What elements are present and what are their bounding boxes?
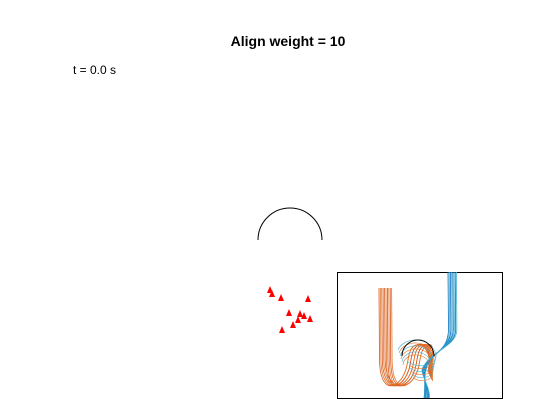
agent-marker [290,321,296,328]
trajectory-trail [398,342,436,369]
inset-obstacle-arc [401,339,435,357]
trajectory-trail [385,287,432,387]
agent-marker [278,294,284,301]
agent-marker [305,295,311,302]
agent-marker [307,315,313,322]
trajectory-trail [401,351,434,378]
trajectory-trail [397,339,437,366]
trajectory-trail [387,287,432,387]
trajectory-trail [389,287,433,387]
time-readout: t = 0.0 s [73,63,116,77]
agent-marker [279,326,285,333]
agent-marker [297,310,303,317]
obstacle-arc [257,207,323,241]
trajectory-trails [378,271,458,399]
trajectory-trail [402,354,433,381]
trajectory-inset [337,271,503,399]
agent-marker [286,309,292,316]
agent-marker [269,290,275,297]
figure-title: Align weight = 10 [231,33,346,49]
agent-marker [301,312,307,319]
trajectory-trail [421,271,458,399]
agent-swarm [267,286,313,333]
trajectory-trail [400,348,435,375]
inset-frame [337,272,503,399]
agent-marker [295,316,301,323]
